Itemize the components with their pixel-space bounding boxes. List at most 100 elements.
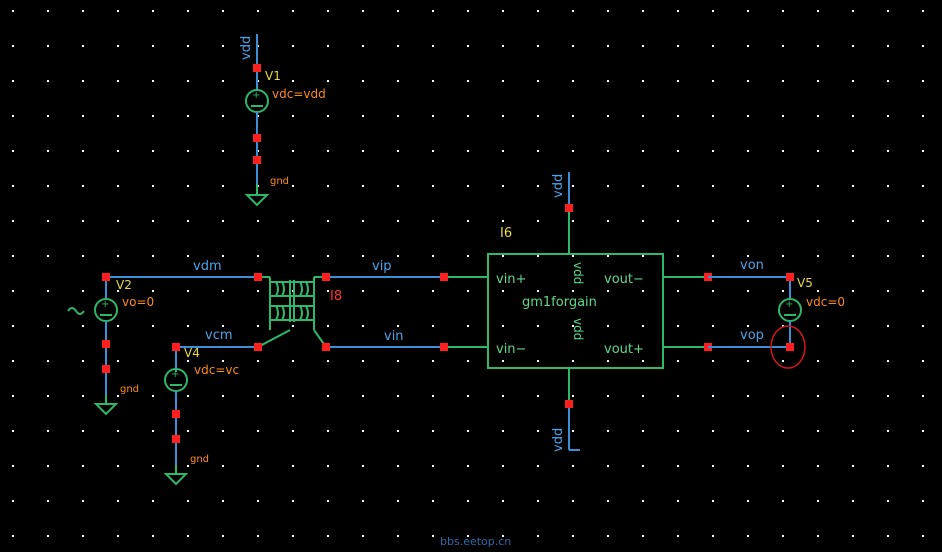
grid-dot (502, 430, 504, 432)
grid-dot (572, 325, 574, 327)
grid-dot (152, 255, 154, 257)
grid-dot (852, 185, 854, 187)
grid-dot (817, 465, 819, 467)
grid-dot (117, 395, 119, 397)
grid-dot (712, 465, 714, 467)
grid-dot (747, 535, 749, 537)
grid-dot (82, 290, 84, 292)
grid-dot (747, 220, 749, 222)
grid-dot (782, 360, 784, 362)
grid-dot (537, 150, 539, 152)
grid-dot (222, 255, 224, 257)
grid-dot (852, 325, 854, 327)
grid-dot (642, 465, 644, 467)
grid-dot (292, 535, 294, 537)
grid-dot (642, 535, 644, 537)
grid-dot (362, 360, 364, 362)
grid-dot (152, 80, 154, 82)
grid-dot (572, 80, 574, 82)
net-label-von: von (740, 258, 764, 273)
grid-dot (642, 255, 644, 257)
grid-dot (117, 10, 119, 12)
grid-dot (782, 500, 784, 502)
grid-dot (187, 115, 189, 117)
grid-dot (117, 80, 119, 82)
grid-dot (397, 500, 399, 502)
grid-dot (712, 395, 714, 397)
grid-dot (292, 395, 294, 397)
grid-dot (432, 10, 434, 12)
grid-dot (677, 220, 679, 222)
grid-dot (222, 535, 224, 537)
i8-transformer[interactable] (254, 273, 330, 351)
grid-dot (362, 220, 364, 222)
v4-name: V4 (184, 346, 200, 360)
grid-dot (117, 535, 119, 537)
svg-text:+: + (785, 299, 793, 310)
grid-dot (12, 430, 14, 432)
grid-dot (677, 360, 679, 362)
grid-dot (502, 360, 504, 362)
v2-source[interactable]: + (67, 273, 119, 416)
grid-dot (82, 10, 84, 12)
grid-dot (117, 115, 119, 117)
grid-dot (852, 10, 854, 12)
grid-dot (537, 500, 539, 502)
grid-dot (47, 465, 49, 467)
grid-dot (467, 10, 469, 12)
grid-dot (607, 150, 609, 152)
grid-dot (82, 80, 84, 82)
grid-dot (677, 80, 679, 82)
grid-dot (397, 80, 399, 82)
grid-dot (572, 360, 574, 362)
v5-source[interactable]: + (770, 273, 806, 369)
grid-dot (502, 185, 504, 187)
grid-dot (187, 465, 189, 467)
grid-dot (677, 465, 679, 467)
grid-dot (327, 360, 329, 362)
i6-block[interactable] (440, 172, 712, 451)
grid-dot (502, 10, 504, 12)
grid-dot (222, 465, 224, 467)
grid-dot (222, 290, 224, 292)
grid-dot (852, 465, 854, 467)
grid-dot (817, 220, 819, 222)
grid-dot (642, 115, 644, 117)
v1-param: vdc=vdd (272, 87, 326, 101)
grid-dot (642, 290, 644, 292)
grid-dot (852, 80, 854, 82)
grid-dot (712, 185, 714, 187)
grid-dot (922, 430, 924, 432)
grid-dot (117, 255, 119, 257)
grid-dot (292, 45, 294, 47)
grid-dot (467, 535, 469, 537)
grid-dot (257, 465, 259, 467)
grid-dot (362, 290, 364, 292)
grid-dot (257, 430, 259, 432)
grid-dot (747, 45, 749, 47)
grid-dot (852, 360, 854, 362)
grid-dot (82, 45, 84, 47)
grid-dot (292, 430, 294, 432)
grid-dot (152, 115, 154, 117)
v4-source[interactable]: + (163, 343, 189, 486)
grid-dot (12, 150, 14, 152)
grid-dot (222, 325, 224, 327)
grid-dot (922, 150, 924, 152)
grid-dot (537, 220, 539, 222)
v1-name: V1 (265, 69, 281, 83)
grid-dot (362, 80, 364, 82)
grid-dot (82, 360, 84, 362)
grid-dot (922, 115, 924, 117)
grid-dot (397, 325, 399, 327)
grid-dot (642, 220, 644, 222)
grid-dot (607, 10, 609, 12)
grid-dot (642, 185, 644, 187)
net-label-vop: vop (740, 328, 764, 343)
grid-dot (257, 325, 259, 327)
v1-source[interactable]: + (244, 34, 270, 207)
grid-dot (467, 395, 469, 397)
grid-dot (292, 185, 294, 187)
grid-dot (537, 360, 539, 362)
